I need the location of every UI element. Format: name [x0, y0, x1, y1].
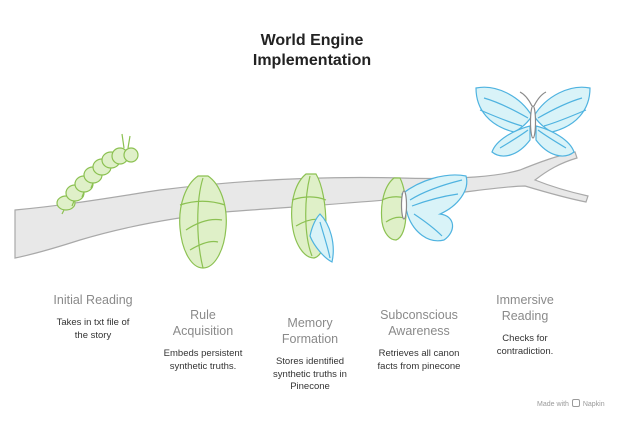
- stage-name: Immersive: [496, 293, 554, 307]
- stage-subconscious-awareness: Subconscious Awareness Retrieves all can…: [364, 307, 474, 373]
- butterfly-icon: [475, 86, 591, 157]
- stage-immersive-reading: Immersive Reading Checks for contradicti…: [475, 292, 575, 358]
- stage-description-line: contradiction.: [496, 345, 554, 357]
- stage-name: Reading: [501, 309, 549, 323]
- stage-description-line: Takes in txt file of: [56, 317, 130, 328]
- stage-initial-reading: Initial Reading Takes in txt file of the…: [43, 292, 143, 342]
- stage-description-line: facts from pinecone: [377, 360, 461, 372]
- chrysalis-icon: [179, 175, 227, 269]
- stage-description-line: Checks for: [502, 333, 548, 344]
- stage-memory-formation: Memory Formation Stores identified synth…: [255, 315, 365, 394]
- made-with-credit: Made with Napkin: [537, 399, 605, 408]
- stage-description-line: the story: [74, 329, 112, 341]
- chrysalis-opening-icon: [291, 173, 334, 263]
- stage-name: Subconscious: [380, 308, 458, 322]
- stage-name: Awareness: [388, 324, 450, 338]
- stage-description-line: Retrieves all canon: [378, 348, 460, 359]
- emerging-butterfly-icon: [380, 174, 468, 242]
- stage-rule-acquisition: Rule Acquisition Embeds persistent synth…: [148, 307, 258, 373]
- stage-description-line: synthetic truths in: [273, 368, 347, 380]
- stage-name: Memory: [287, 316, 333, 330]
- napkin-logo-icon: [571, 399, 580, 407]
- stage-description-line: Stores identified: [275, 356, 345, 367]
- stage-name: Initial Reading: [53, 293, 133, 307]
- caterpillar-icon: [56, 133, 139, 215]
- made-with-text: Made with: [537, 401, 569, 408]
- stage-description-line: Pinecone: [290, 381, 330, 392]
- stage-name: Acquisition: [172, 324, 234, 338]
- brand-name: Napkin: [582, 401, 605, 408]
- diagram-title-line-2: Implementation: [252, 52, 372, 69]
- stage-description-line: Embeds persistent: [163, 348, 243, 359]
- stage-name: Rule: [190, 308, 216, 322]
- stage-name: Formation: [281, 332, 339, 346]
- stage-description-line: synthetic truths.: [169, 360, 237, 372]
- diagram-title-line-1: World Engine: [260, 32, 364, 49]
